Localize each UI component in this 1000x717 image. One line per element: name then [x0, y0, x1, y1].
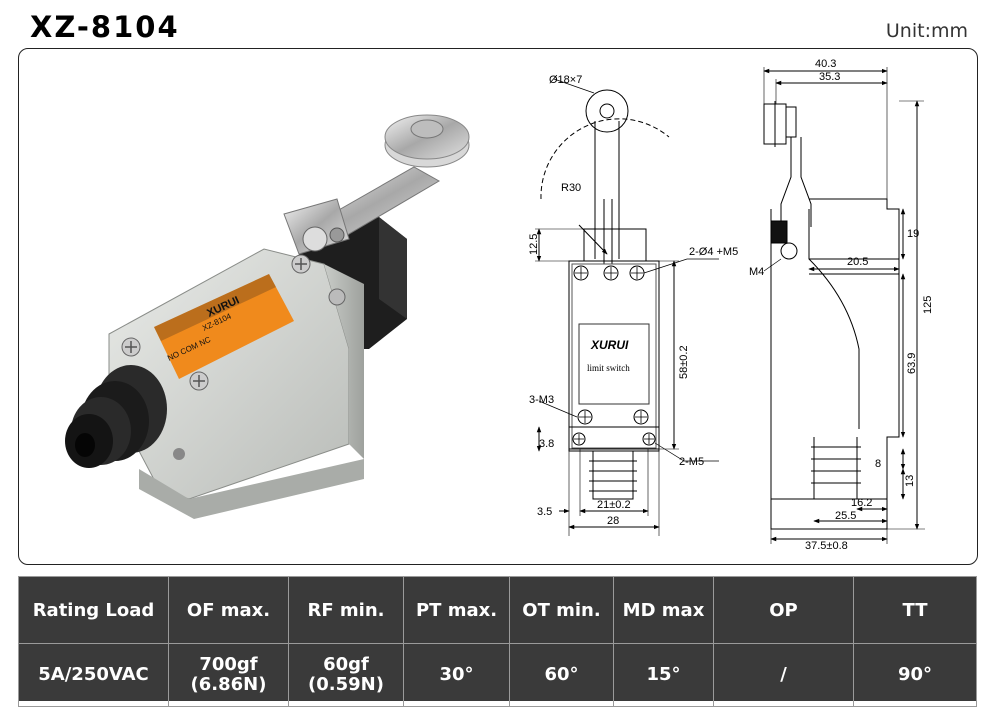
- value-line: 15°: [646, 664, 681, 685]
- side-view-drawing: [763, 67, 925, 544]
- value-line: 90°: [897, 664, 933, 685]
- dim-roller: Ø18×7: [549, 74, 582, 86]
- header-md-max: MD max: [613, 576, 714, 644]
- value-line: (0.59N): [308, 674, 384, 695]
- dim-seg-top: 19: [907, 228, 919, 240]
- value-pt-max: 30°: [403, 643, 510, 707]
- dim-height-total: 125: [922, 296, 934, 314]
- spec-table: Rating Load OF max. RF min. PT max. OT m…: [18, 576, 977, 707]
- dim-seg-bottom-b: 13: [904, 475, 916, 487]
- product-photo: XURUI XZ-8104 NO COM NC: [65, 114, 470, 519]
- drawing-frame: XURUI XZ-8104 NO COM NC: [18, 48, 978, 565]
- dim-base-total: 37.5±0.8: [805, 540, 848, 552]
- front-label-sub: limit switch: [587, 363, 630, 373]
- header-rf-min: RF min.: [288, 576, 404, 644]
- cable-gland: [65, 365, 167, 468]
- value-rating-load: 5A/250VAC: [18, 643, 169, 707]
- dim-height-top: 12.5: [528, 234, 540, 255]
- dim-bottom-offset: 3.8: [539, 438, 554, 450]
- value-line: 60°: [544, 664, 579, 685]
- header-pt-max: PT max.: [403, 576, 510, 644]
- dim-base-inner: 25.5: [835, 510, 856, 522]
- header-ot-min: OT min.: [509, 576, 614, 644]
- dim-gland: 16.2: [851, 497, 872, 509]
- header-rating-load: Rating Load: [18, 576, 169, 644]
- screw-icon: [121, 254, 346, 391]
- unit-label: Unit:mm: [885, 20, 968, 42]
- value-line: 700gf: [199, 654, 258, 675]
- dim-width-inner: 35.3: [819, 71, 840, 83]
- dim-screws: 3-M3: [529, 394, 554, 406]
- value-line: 60gf: [323, 654, 369, 675]
- side-view-labels: 40.3 35.3 M4 20.5 19 125 63.9 8 13 16.2 …: [749, 58, 934, 552]
- value-line: 30°: [439, 664, 474, 685]
- dim-width-total: 40.3: [815, 58, 836, 70]
- value-of-max: 700gf(6.86N): [168, 643, 289, 707]
- product-model-title: XZ-8104: [30, 10, 180, 44]
- value-line: (6.86N): [190, 674, 267, 695]
- dim-bottom-holes: 2-M5: [679, 456, 704, 468]
- front-label-brand: XURUI: [590, 338, 629, 352]
- value-ot-min: 60°: [509, 643, 614, 707]
- front-view-drawing: [535, 78, 719, 536]
- value-line: 5A/250VAC: [38, 664, 149, 685]
- dim-height-body: 58±0.2: [678, 345, 690, 379]
- value-rf-min: 60gf(0.59N): [288, 643, 404, 707]
- dim-screw: M4: [749, 266, 764, 278]
- spec-value-row: 5A/250VAC 700gf(6.86N) 60gf(0.59N) 30° 6…: [18, 643, 977, 707]
- dim-radius: R30: [561, 182, 581, 194]
- value-md-max: 15°: [613, 643, 714, 707]
- value-op: /: [713, 643, 854, 707]
- spec-header-row: Rating Load OF max. RF min. PT max. OT m…: [18, 576, 977, 644]
- dim-seg-bottom-a: 8: [875, 458, 881, 470]
- dim-width: 28: [607, 515, 619, 527]
- header-tt: TT: [853, 576, 977, 644]
- dim-left-offset: 3.5: [537, 506, 552, 518]
- header-op: OP: [713, 576, 854, 644]
- value-tt: 90°: [853, 643, 977, 707]
- dim-top-holes: 2-Ø4 +M5: [689, 246, 738, 258]
- value-line: /: [780, 664, 787, 685]
- dim-arm-offset: 20.5: [847, 256, 868, 268]
- drawing-canvas: XURUI XZ-8104 NO COM NC: [65, 58, 934, 552]
- header-of-max: OF max.: [168, 576, 289, 644]
- dim-hole-span: 21±0.2: [597, 499, 631, 511]
- front-view-labels: Ø18×7 R30 2-Ø4 +M5 12.5 58±0.2 3-M3 3.8 …: [528, 74, 738, 527]
- dim-seg-mid: 63.9: [906, 353, 918, 374]
